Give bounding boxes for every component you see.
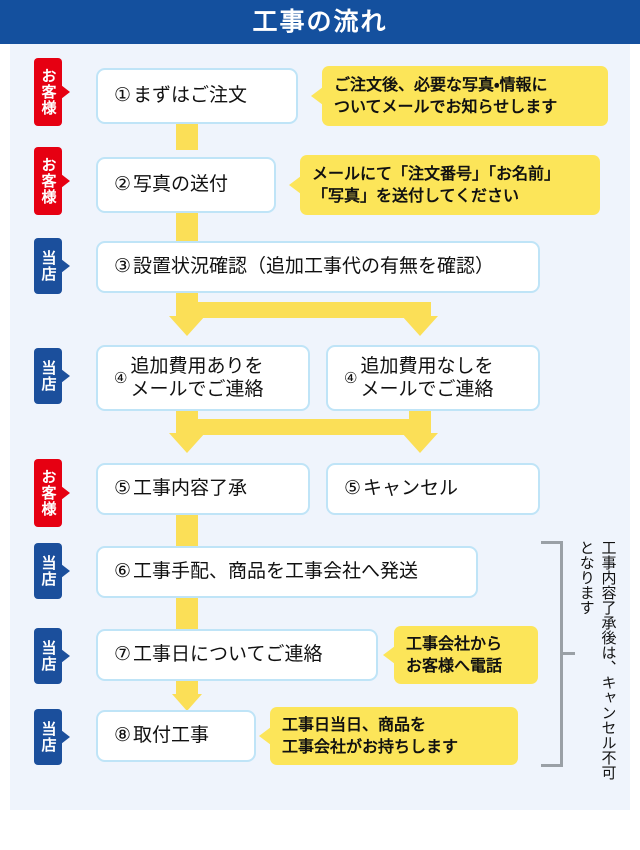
step-number-6: ⑥ — [114, 560, 132, 583]
flow-split-3-crossbar — [176, 302, 431, 318]
callout-step7: 工事会社から お客様へ電話 — [383, 626, 538, 684]
flow-arrow-2-to-3-shaft — [176, 213, 198, 243]
flow-merge-4-crossbar — [176, 419, 431, 435]
step-label-1: まずはご注文 — [133, 84, 248, 107]
step-number-2: ② — [114, 173, 132, 196]
step-label-3: 設置状況確認（追加工事代の有無を確認） — [133, 255, 495, 278]
callout-step2-line1: メールにて「注文番号」「お名前」 — [312, 164, 561, 184]
step-label-5a: 工事内容了承 — [133, 477, 248, 500]
callout-step8: 工事日当日、商品を 工事会社がお持ちします — [259, 707, 518, 765]
role-tag-label: 当店 — [39, 721, 58, 753]
flow-arrow-7-to-8-head — [172, 694, 202, 711]
scope-bracket-tick — [563, 652, 575, 655]
callout-step8-line2: 工事会社がお持ちします — [282, 737, 459, 756]
flow-arrow-to-4b-head — [402, 316, 438, 336]
step-label-2: 写真の送付 — [133, 173, 229, 196]
step-number-7: ⑦ — [114, 643, 132, 666]
step-label-7: 工事日についてご連絡 — [133, 643, 323, 666]
step-number-1: ① — [114, 84, 132, 107]
flow-arrow-to-5b-head — [402, 433, 438, 453]
flow-arrow-6-to-7-shaft — [176, 596, 198, 630]
callout-step2-line2: 「写真」を送付してください — [312, 186, 520, 205]
role-tag-shop-step4: 当店 — [34, 348, 70, 404]
step-box-4b[interactable]: ④ 追加費用なしを メールでご連絡 — [326, 345, 540, 411]
callout-step8-line1: 工事日当日、商品を — [282, 715, 427, 735]
role-tag-shop-step6: 当店 — [34, 543, 70, 599]
step-box-4a[interactable]: ④ 追加費用ありを メールでご連絡 — [96, 345, 310, 411]
step-box-8[interactable]: ⑧ 取付工事 — [96, 710, 256, 762]
scope-bracket — [541, 541, 563, 767]
callout-step7-line2: お客様へ電話 — [406, 656, 503, 675]
callout-step2: メールにて「注文番号」「お名前」 「写真」を送付してください — [289, 155, 600, 215]
role-tag-shop-step3: 当店 — [34, 238, 70, 294]
step-box-5b[interactable]: ⑤ キャンセル — [326, 463, 540, 515]
flow-arrow-1-to-2-shaft — [176, 124, 198, 150]
role-tag-label: お客様 — [39, 469, 58, 517]
step-box-2[interactable]: ② 写真の送付 — [96, 157, 276, 213]
flow-merge-4-right-stem — [409, 409, 431, 427]
step-box-7[interactable]: ⑦ 工事日についてご連絡 — [96, 629, 378, 681]
role-tag-customer-step2: お客様 — [34, 147, 70, 215]
step-number-4b: ④ — [344, 368, 358, 387]
role-tag-customer-step5: お客様 — [34, 459, 70, 527]
step-box-1[interactable]: ① まずはご注文 — [96, 68, 298, 124]
callout-step1: ご注文後、必要な写真・情報に ついてメールでお知らせします — [311, 66, 608, 126]
step-number-5a: ⑤ — [114, 477, 132, 500]
role-tag-label: 当店 — [39, 640, 58, 672]
step-label-5b: キャンセル — [363, 477, 459, 500]
step-box-3[interactable]: ③ 設置状況確認（追加工事代の有無を確認） — [96, 241, 540, 293]
step-label-4a-line1: 追加費用ありを — [130, 354, 264, 377]
step-label-6: 工事手配、商品を工事会社へ発送 — [133, 560, 419, 583]
step-label-8: 取付工事 — [133, 724, 210, 747]
step-box-5a[interactable]: ⑤ 工事内容了承 — [96, 463, 310, 515]
step-number-8: ⑧ — [114, 724, 132, 747]
role-tag-label: 当店 — [39, 250, 58, 282]
callout-step7-line1: 工事会社から — [406, 634, 503, 654]
step-number-5b: ⑤ — [344, 477, 362, 500]
callout-step1-line2: ついてメールでお知らせします — [334, 97, 558, 116]
step-label-4a-line2: メールでご連絡 — [130, 378, 264, 400]
role-tag-customer-step1: お客様 — [34, 58, 70, 126]
step-label-4b-line2: メールでご連絡 — [360, 378, 494, 400]
flow-arrow-to-5a-head — [169, 433, 205, 453]
flow-split-3-right-stem — [409, 302, 431, 318]
callout-step1-line1: ご注文後、必要な写真・情報に — [334, 75, 548, 95]
role-tag-label: 当店 — [39, 555, 58, 587]
side-note-text: 工事内容了承後は、キャンセル不可となります — [577, 540, 618, 780]
role-tag-label: 当店 — [39, 360, 58, 392]
role-tag-shop-step7: 当店 — [34, 628, 70, 684]
header-bar — [0, 0, 640, 44]
step-number-3: ③ — [114, 255, 132, 278]
step-label-4b-line1: 追加費用なしを — [360, 354, 494, 377]
role-tag-label: お客様 — [39, 157, 58, 205]
role-tag-label: お客様 — [39, 68, 58, 116]
role-tag-shop-step8: 当店 — [34, 709, 70, 765]
page-title: 工事の流れ — [252, 7, 388, 36]
step-box-6[interactable]: ⑥ 工事手配、商品を工事会社へ発送 — [96, 546, 478, 598]
flow-arrow-7-to-8-shaft — [176, 678, 198, 696]
step-number-4a: ④ — [114, 368, 128, 387]
flow-arrow-to-4a-head — [169, 316, 205, 336]
flow-arrow-5a-to-6-shaft — [176, 513, 198, 547]
